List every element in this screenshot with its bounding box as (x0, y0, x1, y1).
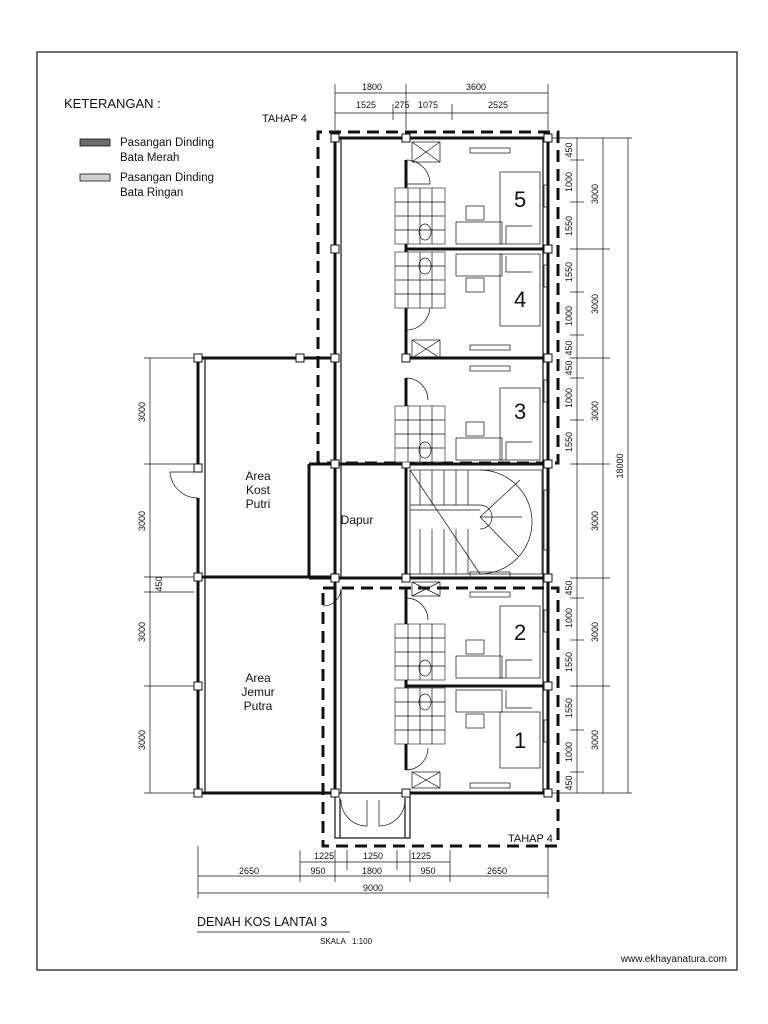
dim-right-450-d: 450 (564, 580, 574, 595)
dim-right-1550-a: 1550 (564, 216, 574, 236)
bathroom-3 (394, 405, 446, 463)
dim-right-450-a: 450 (564, 142, 574, 157)
legend-item-2-line2: Bata Ringan (120, 187, 183, 199)
dim-right-1000-b: 1000 (564, 306, 574, 326)
sheet-border (36, 51, 738, 971)
legend-title: KETERANGAN : (64, 96, 161, 111)
room-number-1: 1 (514, 728, 526, 753)
dim-bottom-1225-a: 1225 (314, 851, 334, 861)
dim-bottom-1800: 1800 (362, 866, 382, 876)
dim-top-1075: 1075 (418, 100, 438, 110)
dim-bottom-1250: 1250 (363, 851, 383, 861)
dimensions-right: 450 1000 1550 1550 1000 450 450 1000 155… (552, 137, 632, 794)
dim-bottom-9000: 9000 (363, 883, 383, 893)
label-dapur: Dapur (341, 513, 374, 527)
bathrooms (394, 187, 446, 745)
title-block: DENAH KOS LANTAI 3 SKALA 1:100 (197, 915, 373, 946)
room-number-3: 3 (514, 399, 526, 424)
dim-right-3000-3: 3000 (590, 401, 600, 421)
phase-label-top: TAHAP 4 (262, 113, 307, 125)
legend-swatch-red-brick (79, 138, 111, 147)
dim-left-3000-1: 3000 (137, 402, 147, 422)
label-area-jemur-putra-3: Putra (244, 699, 273, 713)
legend-item-1-line2: Bata Merah (120, 152, 179, 164)
room-labels: 5 4 3 2 1 Area Kost Putri Area Jemur Put… (241, 187, 526, 753)
dim-left-3000-2: 3000 (137, 511, 147, 531)
label-area-jemur-putra-2: Jemur (241, 685, 274, 699)
label-area-jemur-putra-1: Area (245, 671, 271, 685)
label-area-kost-putri-3: Putri (246, 497, 271, 511)
furniture (455, 171, 541, 769)
service-shafts (411, 141, 441, 789)
dim-bottom-1225-b: 1225 (411, 851, 431, 861)
label-area-kost-putri-2: Kost (246, 483, 271, 497)
dim-right-450-b: 450 (564, 340, 574, 355)
dim-top-1800: 1800 (362, 82, 382, 92)
dim-top-3600: 3600 (466, 82, 486, 92)
legend-swatch-light-brick (79, 173, 111, 182)
dim-right-450-c: 450 (564, 360, 574, 375)
dim-left-3000-4: 3000 (137, 730, 147, 750)
dim-right-1550-c: 1550 (564, 432, 574, 452)
dim-right-18000: 18000 (615, 453, 625, 478)
bathroom-4 (394, 251, 446, 309)
windows (469, 147, 550, 789)
structural-columns (193, 133, 553, 798)
dim-right-3000-5: 3000 (590, 622, 600, 642)
door-swings (169, 159, 431, 827)
dim-bottom-950-a: 950 (310, 866, 325, 876)
scale-label: SKALA (320, 937, 346, 946)
scale-value: 1:100 (352, 937, 373, 946)
dim-left-450: 450 (154, 576, 164, 591)
dim-right-1000-a: 1000 (564, 172, 574, 192)
phase-outline-top: TAHAP 4 (262, 113, 560, 465)
room-number-2: 2 (514, 620, 526, 645)
dim-top-1525: 1525 (356, 100, 376, 110)
drawing-title: DENAH KOS LANTAI 3 (197, 915, 327, 929)
legend-item-2-line1: Pasangan Dinding (120, 172, 214, 184)
dim-right-3000-4: 3000 (590, 511, 600, 531)
bathroom-1 (394, 687, 446, 745)
dim-bottom-2650-b: 2650 (487, 866, 507, 876)
dim-left-3000-3: 3000 (137, 622, 147, 642)
dim-right-3000-2: 3000 (590, 294, 600, 314)
dim-top-275: 275 (394, 100, 409, 110)
legend: KETERANGAN : Pasangan Dinding Bata Merah… (64, 96, 214, 199)
dim-bottom-950-b: 950 (420, 866, 435, 876)
bathroom-2 (394, 623, 446, 681)
dimensions-top: 1800 3600 1525 275 1075 2525 (334, 82, 549, 130)
room-number-5: 5 (514, 187, 526, 212)
dim-right-450-e: 450 (564, 775, 574, 790)
dimensions-bottom: 1225 1250 1225 2650 950 1800 950 2650 90… (197, 846, 549, 898)
spiral-staircase (409, 469, 543, 575)
phase-label-bottom: TAHAP 4 (508, 833, 553, 845)
bathroom-5 (394, 187, 446, 245)
dim-right-1550-b: 1550 (564, 262, 574, 282)
dimensions-left: 3000 3000 450 3000 3000 (137, 357, 194, 794)
watermark-url: www.ekhayanatura.com (620, 954, 727, 965)
dim-right-1550-e: 1550 (564, 698, 574, 718)
phase-outline-bottom: TAHAP 4 (321, 586, 560, 848)
dim-top-2525: 2525 (488, 100, 508, 110)
dim-right-1000-c: 1000 (564, 388, 574, 408)
label-area-kost-putri-1: Area (245, 469, 271, 483)
dim-bottom-2650-a: 2650 (239, 866, 259, 876)
dim-right-1550-d: 1550 (564, 652, 574, 672)
dim-right-3000-6: 3000 (590, 730, 600, 750)
room-number-4: 4 (514, 287, 526, 312)
dim-right-1000-d: 1000 (564, 608, 574, 628)
dim-right-1000-e: 1000 (564, 742, 574, 762)
legend-item-1-line1: Pasangan Dinding (120, 137, 214, 149)
dim-right-3000-1: 3000 (590, 184, 600, 204)
